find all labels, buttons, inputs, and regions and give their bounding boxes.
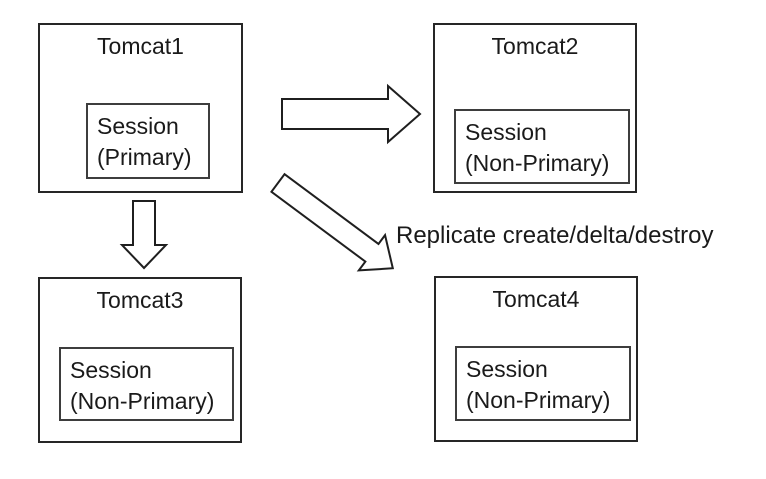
node-tomcat2-title: Tomcat2 (491, 33, 579, 59)
session-box-tomcat2: Session (Non-Primary) (454, 109, 630, 184)
session-box-tomcat1: Session (Primary) (86, 103, 210, 179)
session-line2: (Non-Primary) (465, 150, 610, 176)
arrow-tomcat1-to-tomcat4-icon (270, 172, 395, 272)
session-line1: Session (97, 113, 179, 139)
session-line1: Session (466, 356, 548, 382)
session-line2: (Non-Primary) (466, 387, 611, 413)
node-tomcat1-title: Tomcat1 (97, 33, 184, 59)
session-box-tomcat3: Session (Non-Primary) (59, 347, 234, 421)
session-line2: (Primary) (97, 144, 192, 170)
node-tomcat2: Tomcat2 Session (Non-Primary) (433, 23, 637, 193)
replicate-arrow-label: Replicate create/delta/destroy (396, 222, 714, 249)
session-line2: (Non-Primary) (70, 388, 215, 414)
node-tomcat4-title: Tomcat4 (492, 286, 580, 312)
node-tomcat3-title: Tomcat3 (96, 287, 184, 313)
session-line1: Session (465, 119, 547, 145)
node-tomcat4: Tomcat4 Session (Non-Primary) (434, 276, 638, 442)
arrow-tomcat1-to-tomcat3-icon (119, 200, 169, 270)
node-tomcat1: Tomcat1 Session (Primary) (38, 23, 243, 193)
session-line1: Session (70, 357, 152, 383)
session-box-tomcat4: Session (Non-Primary) (455, 346, 631, 421)
arrow-tomcat1-to-tomcat2-icon (281, 83, 422, 145)
node-tomcat3: Tomcat3 Session (Non-Primary) (38, 277, 242, 443)
